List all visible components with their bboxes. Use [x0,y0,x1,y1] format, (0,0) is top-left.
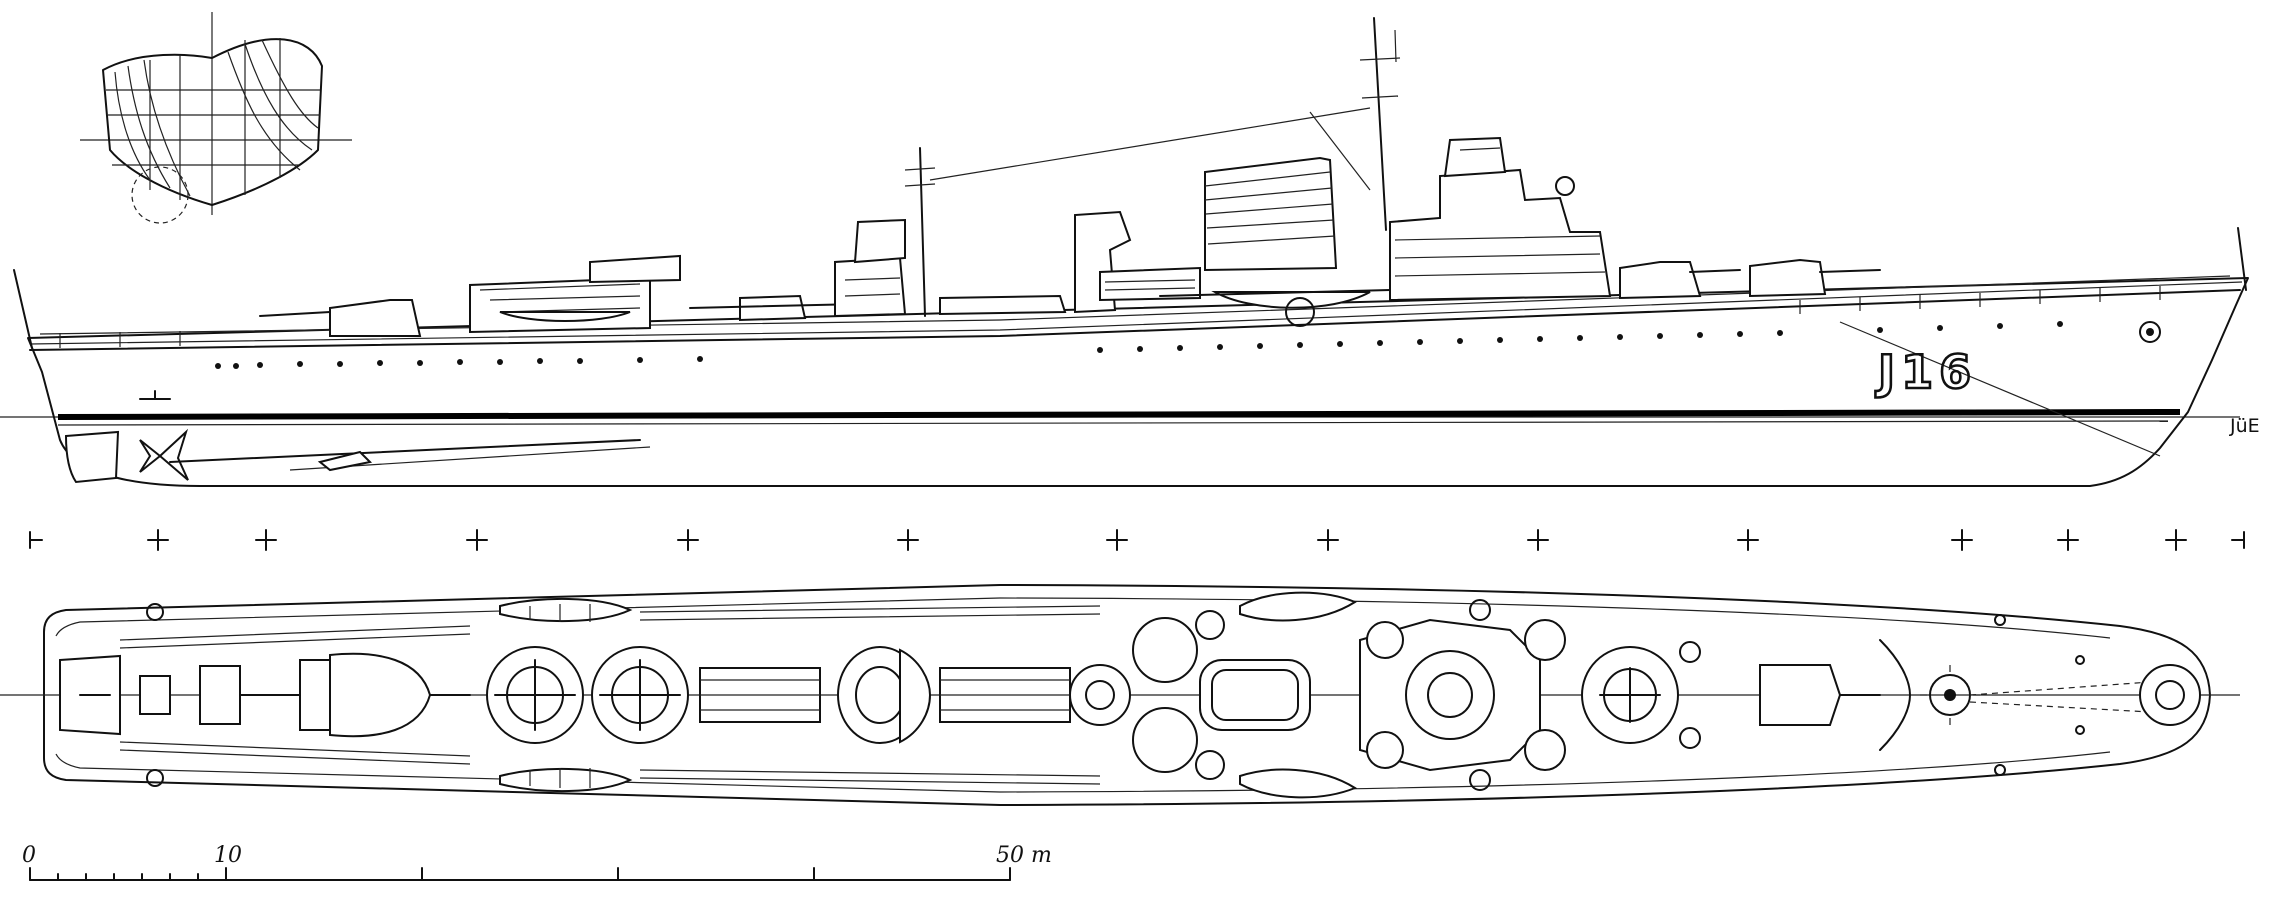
draughtsman-mark: JüE [2229,415,2260,437]
propeller [139,439,162,473]
scuttles [215,321,2063,369]
scale-bar: 0 10 50 m [22,843,1052,881]
ship-profile: J16 JüE [0,17,2260,487]
scale-label-0: 0 [22,843,36,868]
scale-label-50m: 50 m [996,843,1052,868]
bridge [1389,168,1612,302]
hull-number: J16 [1875,345,1977,399]
boot-topping [57,409,2181,420]
ship-plan-view [0,584,2240,806]
foremast [1373,17,1387,231]
funnel-plan [1199,659,1311,731]
rudder [64,430,120,484]
body-plan [80,12,352,224]
station-marks [29,529,2245,551]
funnel [1204,156,1338,272]
scale-label-10: 10 [214,843,242,868]
